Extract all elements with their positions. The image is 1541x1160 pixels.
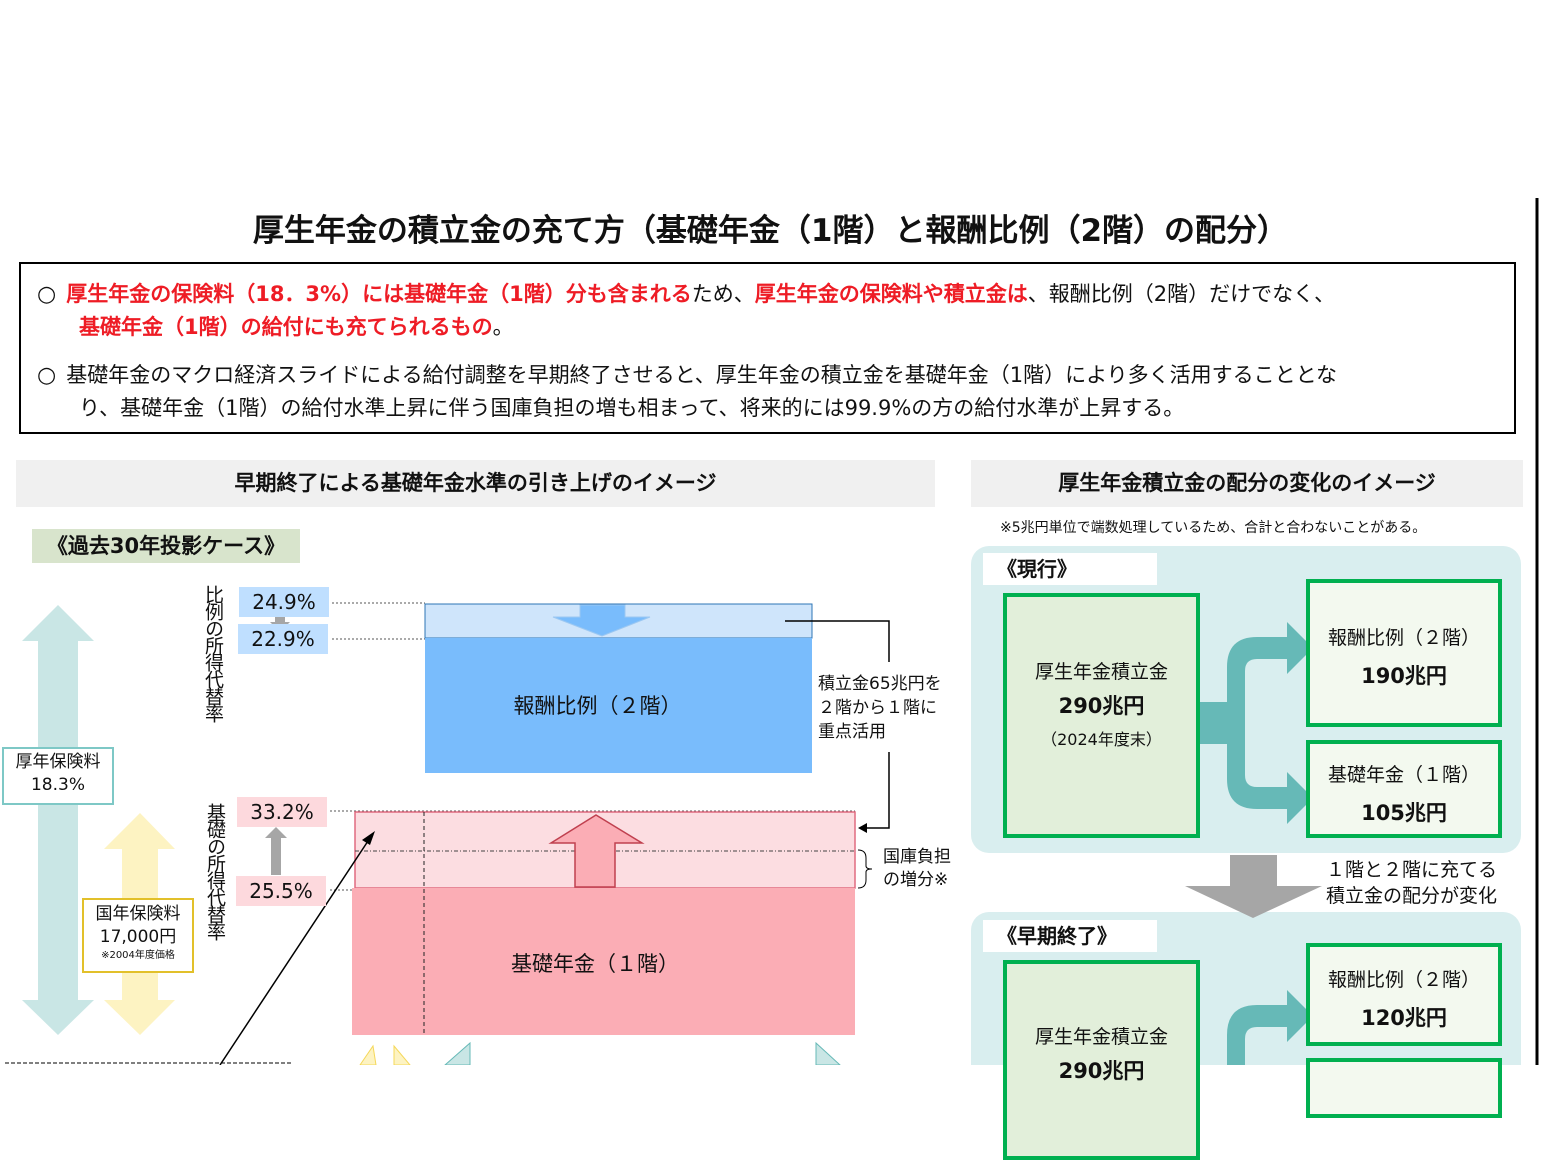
left-header: 早期終了による基礎年金水準の引き上げのイメージ	[16, 460, 935, 507]
hirei-after: 22.9%	[238, 624, 328, 654]
tier1-up-arrow	[548, 814, 645, 888]
tier2-block	[425, 638, 812, 773]
transfer-bracket	[785, 620, 890, 662]
case-label: 《過去30年投影ケース》	[32, 529, 300, 563]
kokko-brace	[857, 849, 873, 889]
page-title: 厚生年金の積立金の充て方（基礎年金（1階）と報酬比例（2階）の配分）	[252, 213, 1289, 249]
bullet-1: ○厚生年金の保険料（18．3%）には基礎年金（1階）分も含まれるため、厚生年金の…	[37, 282, 1336, 339]
early-tier1-box	[1306, 1058, 1502, 1118]
kokko-note: 国庫負担の増分※	[883, 847, 951, 890]
kiso-after: 33.2%	[237, 797, 327, 827]
change-down-arrow	[1185, 855, 1322, 918]
tier2-down-arrow	[552, 604, 651, 637]
tier1-block	[352, 888, 855, 1035]
tier1-label: 基礎年金（１階）	[511, 952, 679, 976]
up-arrow-icon	[265, 827, 287, 875]
right-header: 厚生年金積立金の配分の変化のイメージ	[971, 460, 1523, 507]
kounen-double-arrow	[22, 605, 94, 1035]
split-arrow	[1187, 622, 1313, 824]
early-label: 《早期終了》	[983, 920, 1157, 952]
early-tier2-box: 報酬比例（２階）120兆円	[1306, 943, 1502, 1046]
hirei-before: 24.9%	[239, 587, 329, 617]
kiso-before: 25.5%	[236, 876, 326, 906]
summary-box: ○厚生年金の保険料（18．3%）には基礎年金（1階）分も含まれるため、厚生年金の…	[19, 262, 1516, 434]
early-fund-box: 厚生年金積立金 290兆円	[1003, 960, 1200, 1160]
hirei-rate-label: 比例の所得代替率	[202, 585, 224, 721]
current-fund-box: 厚生年金積立金 290兆円 （2024年度末）	[1003, 593, 1200, 838]
tier2-label: 報酬比例（２階）	[513, 694, 682, 718]
down-arrow-icon	[270, 613, 290, 632]
rounding-note: ※5兆円単位で端数処理しているため、合計と合わないことがある。	[1000, 520, 1427, 536]
current-tier1-box: 基礎年金（１階）105兆円	[1306, 740, 1502, 838]
bullet-2: ○基礎年金のマクロ経済スライドによる給付調整を早期終了させると、厚生年金の積立金…	[37, 363, 1338, 420]
split-arrow-early	[1227, 990, 1313, 1065]
pointer-arrow	[219, 837, 371, 1065]
change-note: １階と２階に充てる積立金の配分が変化	[1326, 859, 1498, 907]
current-label: 《現行》	[983, 553, 1157, 585]
kiso-rate-label: 基礎の所得代替率	[204, 803, 226, 939]
diagram-graphics	[5, 198, 1539, 1065]
current-tier2-box: 報酬比例（２階）190兆円	[1306, 579, 1502, 727]
